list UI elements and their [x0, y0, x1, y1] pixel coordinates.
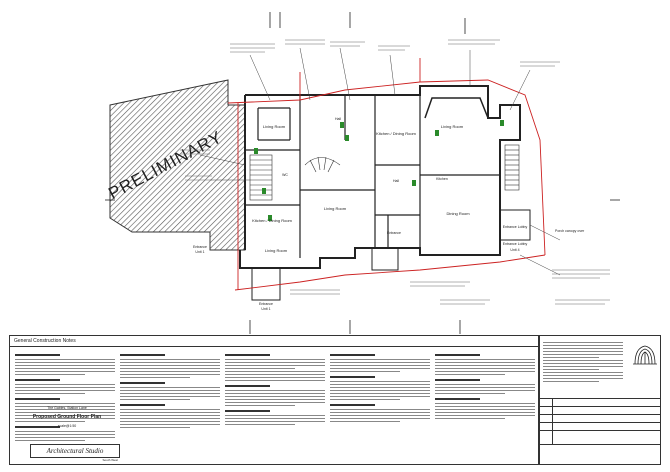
notes-column-1: [15, 350, 115, 462]
title-block-notes: [543, 340, 623, 400]
room-label-unit4: Unit 4: [510, 248, 519, 252]
room-label-porch: Porch canopy over: [555, 229, 585, 233]
bay-window: [424, 97, 489, 119]
room-label-wc: WC: [282, 173, 288, 177]
stairs-unit-2: [304, 156, 341, 173]
room-label-living-unit4: Living Room: [441, 124, 464, 129]
room-label-unit1: Unit 1: [261, 307, 270, 311]
red-boundary-lines: [227, 58, 546, 291]
green-fixture-marks: [254, 120, 504, 221]
room-label-dining-unit4: Dining Room: [446, 211, 470, 216]
room-label-entrance-unit4: Entrance Lobby: [503, 225, 528, 229]
room-label-hall-unit2: Hall: [335, 117, 341, 121]
room-label-kitchen-unit4: Kitchen: [436, 177, 448, 181]
internal-walls: [245, 95, 500, 258]
notes-column-5: [435, 350, 535, 462]
room-label-entrance-unit3: Entrance: [387, 231, 401, 235]
drawing-title: Proposed Ground Floor Plan: [32, 414, 102, 420]
notes-heading: General Construction Notes: [10, 336, 538, 347]
studio-name: Architectural Studio: [30, 444, 120, 458]
annotation-leaders: [199, 47, 561, 276]
notes-column-2: [120, 350, 220, 462]
room-label-kitchen-unit1: Kitchen / Dining Room: [252, 218, 292, 223]
section-markers: [105, 12, 620, 334]
stairs-unit-4: [504, 144, 520, 191]
building-outline: [239, 85, 521, 269]
room-label-entrance-left: Entrance: [193, 245, 207, 249]
room-label-living-unit1: Living Room: [265, 248, 288, 253]
drawing-scale: scale@1:50: [57, 424, 77, 428]
general-notes-panel: General Construction Notes: [9, 335, 539, 465]
room-label-kitchen-unit3: Kitchen / Dining Room: [376, 131, 416, 136]
title-block: [539, 335, 661, 465]
stairs-unit-1: [249, 154, 273, 201]
room-label-living-unit2: Living Room: [324, 206, 347, 211]
room-label-hall-unit3: Hall: [393, 179, 399, 183]
studio-location: South West: [102, 458, 118, 462]
hatched-existing-building: [109, 79, 246, 251]
notes-column-4: [330, 350, 430, 462]
notes-column-3: [225, 350, 325, 462]
studio-logo-icon: [633, 345, 657, 365]
room-label-entrance-unit1: Entrance: [259, 302, 273, 306]
project-name: The Gables, Station Lane: [47, 406, 87, 410]
room-label-unit1-left: Unit 1: [195, 250, 204, 254]
annotation-text-blocks: [180, 39, 610, 305]
room-label-living-top-unit1: Living Room: [263, 124, 286, 129]
room-label-entrance-unit4-bottom: Entrance Lobby: [503, 242, 528, 246]
